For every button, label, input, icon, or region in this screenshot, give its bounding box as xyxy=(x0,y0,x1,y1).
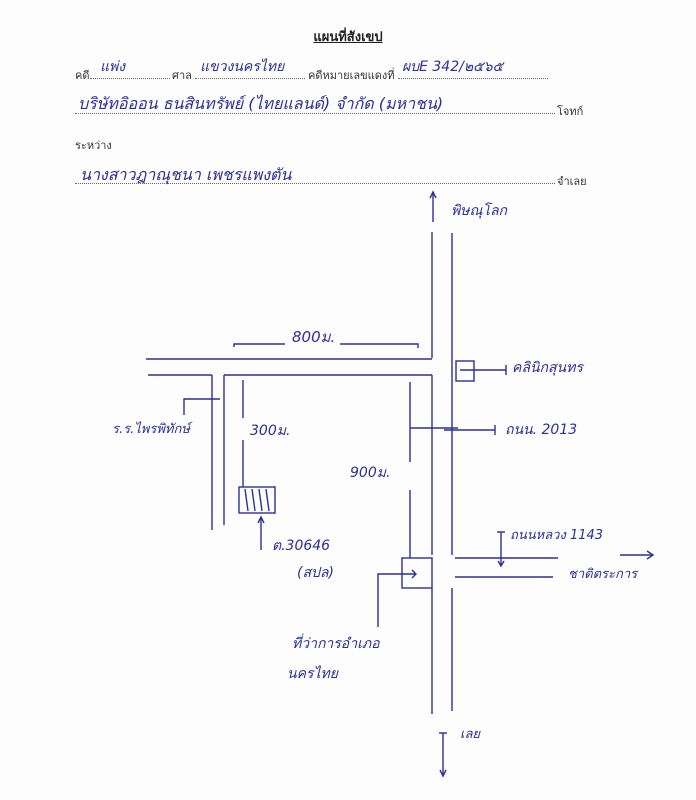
label-plot-note: (สปล) xyxy=(297,565,334,581)
label-to-chat-trakan: ชาติตระการ xyxy=(568,567,638,582)
label-distance-800: 800ม. xyxy=(292,328,336,346)
red-number: ผบE 342/๒๕๖๕ xyxy=(402,59,504,75)
defendant-name: นางสาวฎาณุชนา เพชรแพงตัน xyxy=(80,165,292,184)
case-label: คดี xyxy=(75,69,90,82)
label-clinic: คลินิกสุนทร xyxy=(512,360,583,376)
label-to-loei: เลย xyxy=(460,727,481,742)
label-road-1143: ถนนหลวง 1143 xyxy=(510,528,604,543)
court-label: ศาล xyxy=(172,69,192,82)
page-title: แผนที่สังเขป xyxy=(313,30,383,45)
label-plot-number: ต.30646 xyxy=(272,538,331,554)
label-to-phitsanulok: พิษณุโลก xyxy=(451,203,508,219)
label-district-office-name: นครไทย xyxy=(287,666,338,682)
plaintiff-name: บริษัทอิออน ธนสินทรัพย์ (ไทยแลนด์) จำกัด… xyxy=(78,94,444,113)
label-distance-300: 300ม. xyxy=(250,423,291,439)
defendant-label: จำเลย xyxy=(557,175,587,188)
label-road-2013: ถนน. 2013 xyxy=(505,422,578,438)
label-district-office: ที่ว่าการอำเภอ xyxy=(292,636,380,652)
label-distance-900: 900ม. xyxy=(350,465,391,481)
red-number-label: คดีหมายเลขแดงที่ xyxy=(308,69,395,82)
between-label: ระหว่าง xyxy=(75,139,112,152)
court-name: แขวงนครไทย xyxy=(200,59,285,75)
case-type: แพ่ง xyxy=(100,59,126,75)
label-school: ร.ร.ไพรพิทักษ์ xyxy=(112,422,190,437)
plaintiff-label: โจทก์ xyxy=(557,105,584,118)
